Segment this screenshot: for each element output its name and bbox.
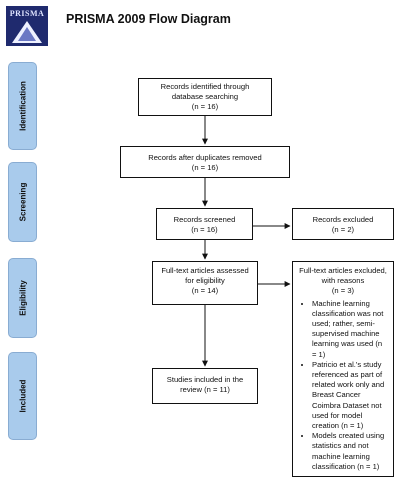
box-fulltext-assessed-count: (n = 14) xyxy=(191,286,219,296)
box-fulltext-excluded: Full-text articles excluded, with reason… xyxy=(292,261,394,477)
box-records-excluded-count: (n = 2) xyxy=(331,225,355,235)
box-studies-included-line2: review (n = 11) xyxy=(180,385,230,395)
stage-included: Included xyxy=(8,352,37,440)
stage-screening: Screening xyxy=(8,162,37,242)
box-records-excluded-line1: Records excluded xyxy=(312,215,374,224)
exclusion-reason-item: Machine learning classification was not … xyxy=(312,299,387,360)
box-records-screened: Records screened (n = 16) xyxy=(156,208,253,240)
box-fulltext-excluded-count: (n = 3) xyxy=(331,286,355,296)
exclusion-reason-item: Patricio et al.'s study referenced as pa… xyxy=(312,360,387,431)
logo-text: PRISMA xyxy=(9,9,45,18)
box-after-duplicates: Records after duplicates removed (n = 16… xyxy=(120,146,290,178)
box-fulltext-excluded-line2: with reasons xyxy=(321,276,365,286)
box-records-identified: Records identified through database sear… xyxy=(138,78,272,116)
box-records-identified-line2: database searching xyxy=(171,92,239,102)
box-records-screened-count: (n = 16) xyxy=(191,225,218,235)
box-records-identified-line1: Records identified through xyxy=(160,82,250,91)
box-studies-included-line1: Studies included in the xyxy=(166,375,244,384)
box-after-duplicates-line1: Records after duplicates removed xyxy=(148,153,262,162)
page-title: PRISMA 2009 Flow Diagram xyxy=(66,12,231,26)
box-records-excluded: Records excluded (n = 2) xyxy=(292,208,394,240)
box-fulltext-assessed-line1: Full-text articles assessed xyxy=(161,266,249,275)
box-studies-included: Studies included in the review (n = 11) xyxy=(152,368,258,404)
exclusion-reason-item: Models created using statistics and not … xyxy=(312,431,387,472)
box-after-duplicates-count: (n = 16) xyxy=(191,163,219,173)
stage-eligibility: Eligibility xyxy=(8,258,37,338)
stage-identification: Identification xyxy=(8,62,37,150)
logo-triangle-icon xyxy=(12,21,42,43)
box-fulltext-excluded-line1: Full-text articles excluded, xyxy=(299,266,387,275)
box-records-screened-line1: Records screened xyxy=(173,215,236,224)
box-records-identified-count: (n = 16) xyxy=(191,102,219,112)
exclusion-reasons-list: Machine learning classification was not … xyxy=(299,299,387,472)
box-fulltext-assessed-line2: for eligibility xyxy=(185,276,225,286)
box-fulltext-assessed: Full-text articles assessed for eligibil… xyxy=(152,261,258,305)
prisma-logo: PRISMA xyxy=(6,6,48,46)
